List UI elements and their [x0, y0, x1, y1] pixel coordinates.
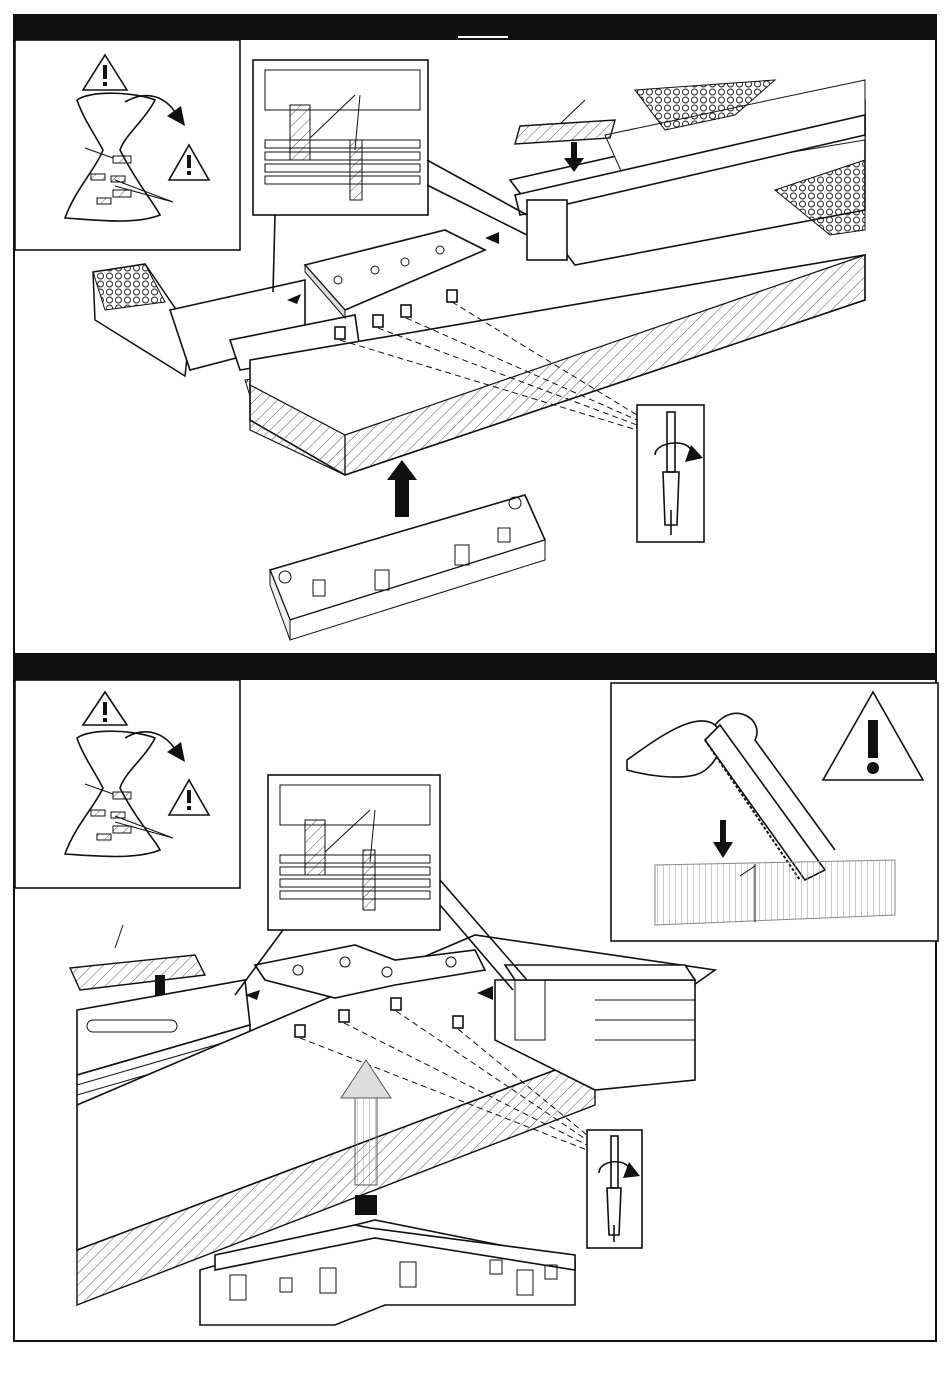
- arrow-left-icon: [485, 232, 499, 244]
- step-1-header-bar: [13, 14, 937, 40]
- cut-warning-inset: [611, 683, 938, 941]
- step-2-panel: [13, 678, 937, 1342]
- label-plate: [515, 100, 615, 144]
- warning-bag-inset: [15, 40, 240, 250]
- arrow-up-icon: [387, 460, 417, 517]
- step-2-header-bar: [13, 654, 937, 680]
- cut-profile: [655, 860, 895, 925]
- screwdriver-icon: [637, 405, 704, 542]
- step-1-panel: [13, 38, 937, 655]
- warning-bag-inset: [15, 680, 240, 888]
- label-plate: [70, 925, 205, 990]
- screwdriver-icon: [587, 1130, 642, 1248]
- cover-plate: [305, 230, 485, 318]
